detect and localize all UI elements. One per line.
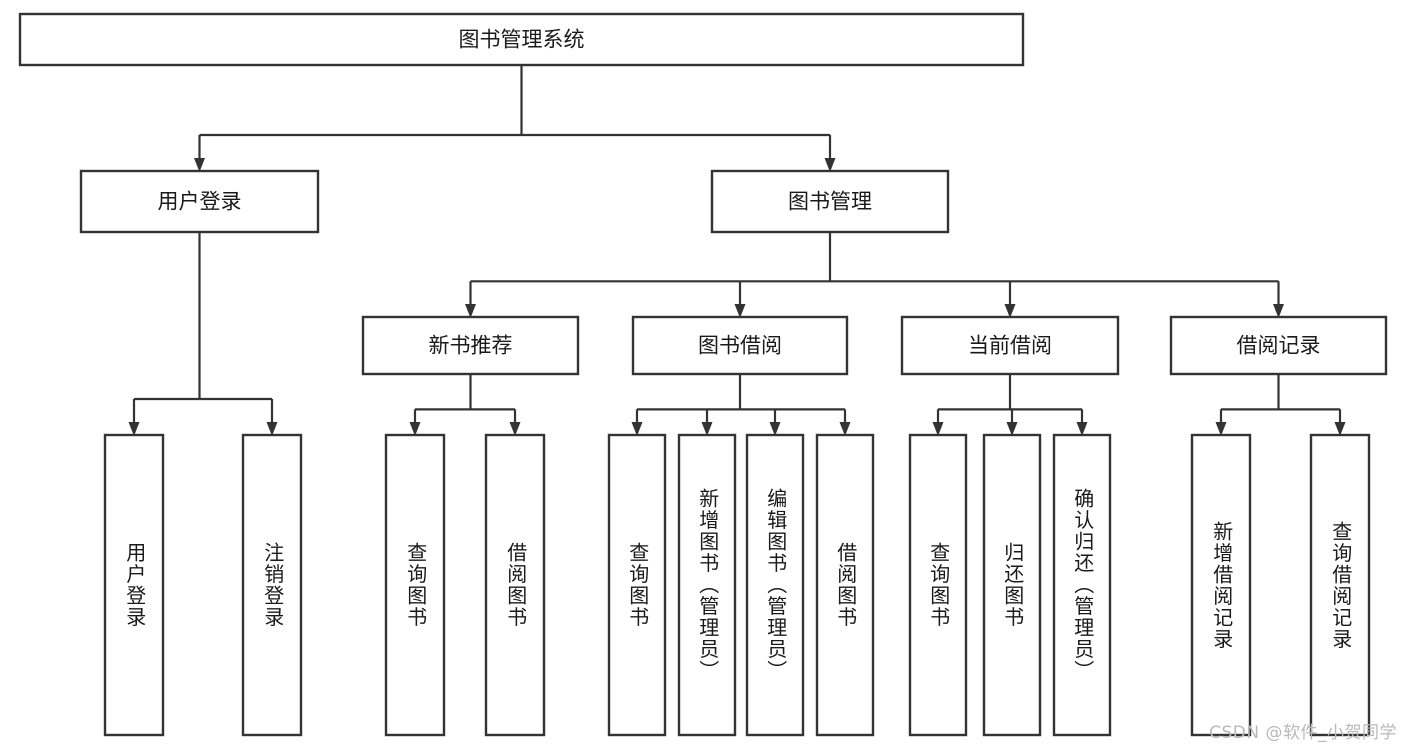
node-box	[900, 315, 1120, 376]
node-leaf-borrow-book-rec[interactable]: 借阅图书	[484, 433, 546, 737]
node-box	[982, 433, 1042, 737]
node-leaf-add-record[interactable]: 新增借阅记录	[1190, 433, 1252, 737]
node-label: 注销登录	[260, 542, 285, 628]
node-leaf-user-login[interactable]: 用户登录	[103, 433, 165, 737]
arrow-head-icon	[631, 422, 643, 436]
node-book-borrow[interactable]: 图书借阅	[631, 315, 849, 376]
node-box	[79, 169, 320, 234]
node-label: 查询图书	[926, 542, 951, 628]
node-box	[103, 433, 165, 737]
node-box	[815, 433, 875, 737]
arrow-head-icon	[194, 158, 205, 172]
node-new-book-rec[interactable]: 新书推荐	[361, 315, 580, 376]
node-label: 图书管理系统	[459, 28, 585, 52]
node-leaf-query-record[interactable]: 查询借阅记录	[1309, 433, 1371, 737]
node-box	[607, 433, 667, 737]
arrow-head-icon	[465, 304, 476, 318]
node-leaf-query-book-cur[interactable]: 查询图书	[908, 433, 968, 737]
arrow-head-icon	[1076, 422, 1088, 436]
node-box	[710, 169, 950, 234]
arrow-head-icon	[128, 422, 140, 436]
node-label: 图书借阅	[698, 334, 782, 358]
node-label: 图书管理	[788, 190, 872, 214]
node-box	[1052, 433, 1112, 737]
node-label: 确认归还（管理员）	[1070, 488, 1095, 682]
node-label: 查询借阅记录	[1328, 520, 1353, 650]
node-leaf-user-logout[interactable]: 注销登录	[241, 433, 303, 737]
node-label: 查询图书	[625, 542, 650, 628]
node-box	[745, 433, 805, 737]
node-box	[384, 433, 446, 737]
node-borrow-record[interactable]: 借阅记录	[1169, 315, 1388, 376]
arrow-head-icon	[266, 422, 278, 436]
node-box	[361, 315, 580, 376]
node-box	[908, 433, 968, 737]
node-root[interactable]: 图书管理系统	[18, 12, 1025, 67]
node-leaf-query-book-rec[interactable]: 查询图书	[384, 433, 446, 737]
arrow-head-icon	[1273, 304, 1284, 318]
node-box	[18, 12, 1025, 67]
watermark: CSDN @软件_小贺同学	[1209, 723, 1397, 743]
node-label: 用户登录	[122, 542, 147, 628]
arrow-head-icon	[734, 304, 746, 318]
arrow-head-icon	[701, 422, 713, 436]
node-current-borrow[interactable]: 当前借阅	[900, 315, 1120, 376]
node-leaf-return-book[interactable]: 归还图书	[982, 433, 1042, 737]
node-box	[631, 315, 849, 376]
node-label: 新增图书（管理员）	[695, 488, 720, 682]
arrow-head-icon	[824, 158, 836, 172]
node-leaf-edit-book[interactable]: 编辑图书（管理员）	[745, 433, 805, 737]
arrow-head-icon	[509, 422, 521, 436]
arrow-head-icon	[839, 422, 851, 436]
arrow-head-icon	[932, 422, 944, 436]
node-label: 归还图书	[1000, 542, 1025, 628]
node-leaf-confirm-return[interactable]: 确认归还（管理员）	[1052, 433, 1112, 737]
arrow-head-icon	[1334, 422, 1346, 436]
node-label: 借阅记录	[1237, 334, 1321, 358]
node-book-manage[interactable]: 图书管理	[710, 169, 950, 234]
node-box	[677, 433, 737, 737]
node-label: 新书推荐	[429, 334, 513, 358]
node-box	[484, 433, 546, 737]
node-label: 当前借阅	[968, 334, 1052, 358]
node-box	[1309, 433, 1371, 737]
node-label: 借阅图书	[503, 542, 528, 628]
arrow-head-icon	[409, 422, 421, 436]
node-user-login[interactable]: 用户登录	[79, 169, 320, 234]
node-label: 用户登录	[158, 190, 242, 214]
arrow-head-icon	[1215, 422, 1227, 436]
node-label: 借阅图书	[833, 542, 858, 628]
node-box	[1169, 315, 1388, 376]
node-label: 新增借阅记录	[1209, 520, 1234, 650]
node-leaf-add-book[interactable]: 新增图书（管理员）	[677, 433, 737, 737]
arrow-head-icon	[1006, 422, 1018, 436]
node-box	[1190, 433, 1252, 737]
node-label: 查询图书	[403, 542, 428, 628]
arrow-head-icon	[769, 422, 781, 436]
node-label: 编辑图书（管理员）	[763, 488, 788, 682]
node-leaf-query-book-borrow[interactable]: 查询图书	[607, 433, 667, 737]
node-leaf-borrow-book[interactable]: 借阅图书	[815, 433, 875, 737]
arrow-head-icon	[1004, 304, 1016, 318]
node-box	[241, 433, 303, 737]
